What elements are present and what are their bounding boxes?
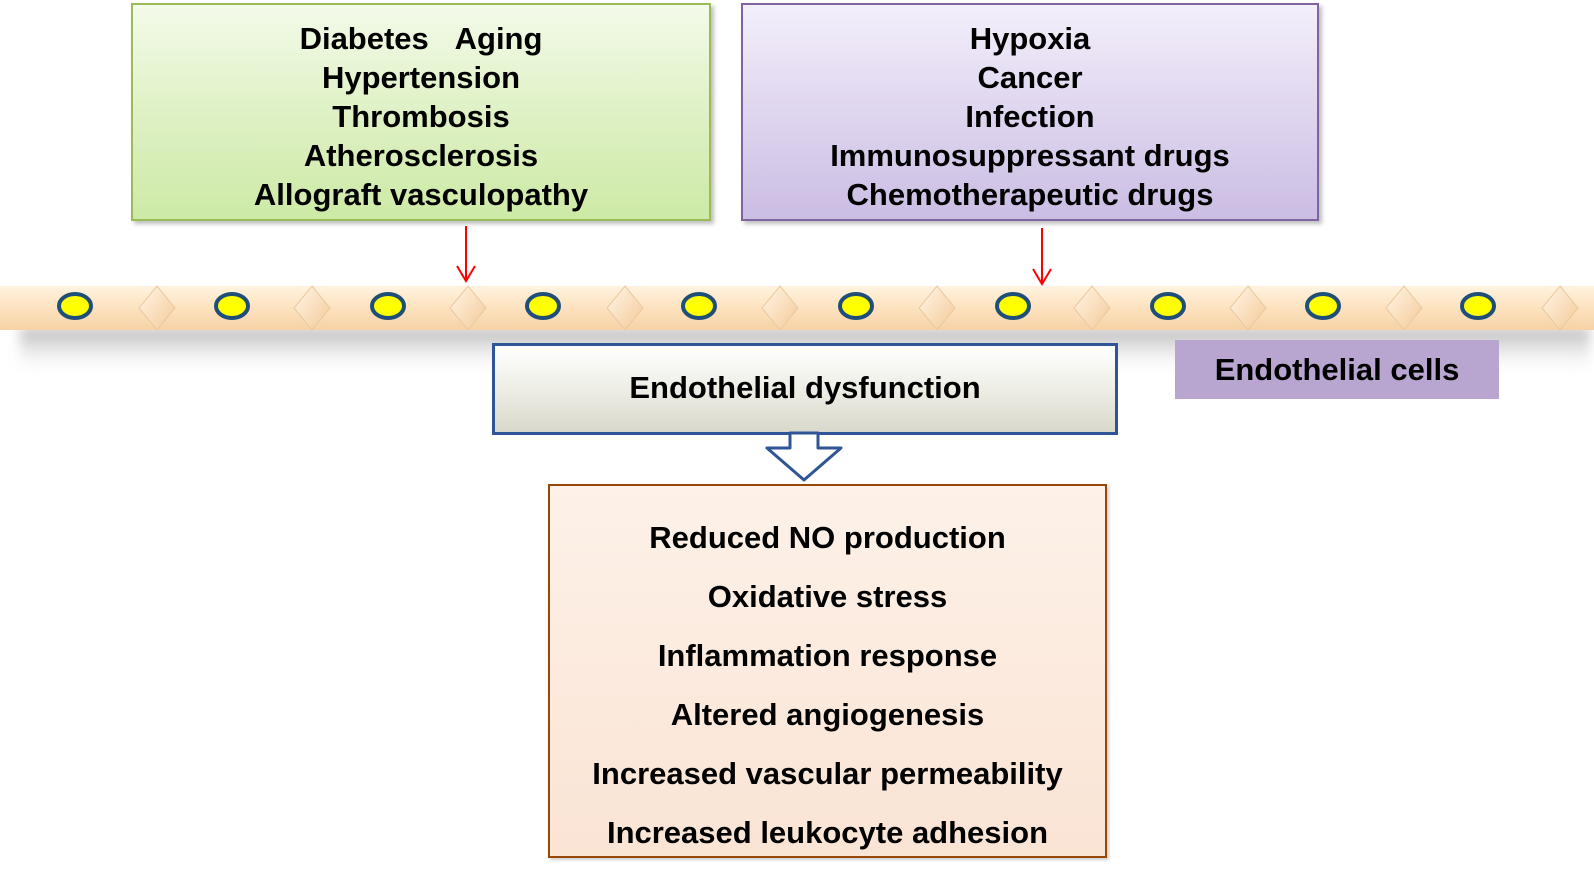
cause-item: Diabetes Aging: [299, 21, 543, 56]
dysfunction-label: Endothelial dysfunction: [629, 370, 981, 405]
left-arrow: [456, 226, 476, 283]
cell-junction: [1385, 285, 1423, 331]
cell-nucleus: [214, 292, 250, 320]
cause-item: Cancer: [977, 60, 1083, 95]
cell-junction: [1073, 285, 1111, 331]
cause-item: Thrombosis: [332, 99, 510, 134]
effect-item: Increased vascular permeability: [592, 756, 1063, 791]
effect-item: Oxidative stress: [707, 579, 948, 614]
cell-junction: [918, 285, 956, 331]
cause-item: Infection: [965, 99, 1095, 134]
cell-nucleus: [838, 292, 874, 320]
cell-junction: [449, 285, 487, 331]
cell-nucleus: [995, 292, 1031, 320]
dysfunction-effects-box: Reduced NO production Oxidative stress I…: [548, 484, 1107, 858]
cause-item: Chemotherapeutic drugs: [846, 177, 1214, 212]
effect-item: Increased leukocyte adhesion: [606, 815, 1049, 850]
effect-item: Reduced NO production: [649, 520, 1006, 555]
cause-item: Atherosclerosis: [303, 138, 539, 173]
effect-item: Inflammation response: [657, 638, 998, 673]
right-arrow: [1032, 228, 1052, 286]
effect-item: Altered angiogenesis: [670, 697, 985, 732]
cause-item: Allograft vasculopathy: [253, 177, 589, 212]
cell-junction: [761, 285, 799, 331]
cell-junction: [1541, 285, 1579, 331]
cell-nucleus: [1460, 292, 1496, 320]
cell-nucleus: [681, 292, 717, 320]
cell-nucleus: [525, 292, 561, 320]
cell-nucleus: [370, 292, 406, 320]
cause-item: Immunosuppressant drugs: [830, 138, 1230, 173]
cell-junction: [293, 285, 331, 331]
cell-nucleus: [1305, 292, 1341, 320]
cell-nucleus: [1150, 292, 1186, 320]
cell-junction: [138, 285, 176, 331]
cell-junction: [606, 285, 644, 331]
cause-item: Hypoxia: [969, 21, 1091, 56]
endothelial-cells-label: Endothelial cells: [1175, 340, 1499, 399]
causes-metabolic-box: Diabetes Aging Hypertension Thrombosis A…: [131, 3, 711, 221]
endothelial-dysfunction-box: Endothelial dysfunction: [492, 343, 1118, 435]
cell-nucleus: [57, 292, 93, 320]
cause-item: Hypertension: [321, 60, 521, 95]
causes-environmental-box: Hypoxia Cancer Infection Immunosuppressa…: [741, 3, 1319, 221]
cell-junction: [1229, 285, 1267, 331]
